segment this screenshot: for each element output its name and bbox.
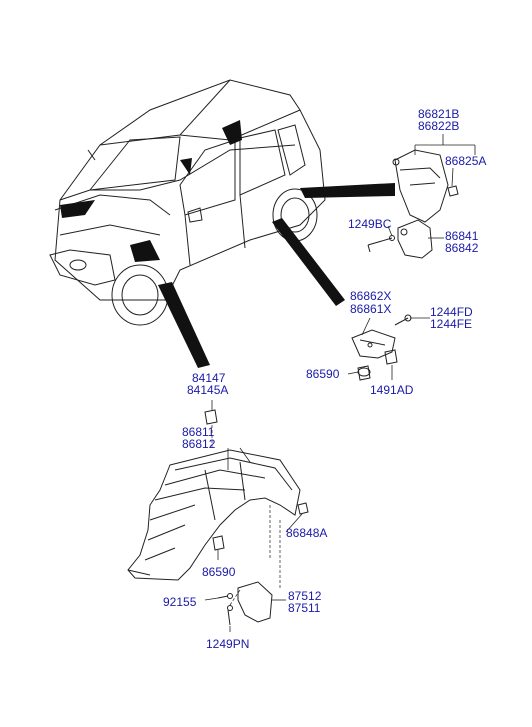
label-86812[interactable]: 86812 bbox=[182, 437, 216, 451]
label-86841[interactable]: 86841 bbox=[445, 229, 479, 243]
rear-mudguard-assembly bbox=[367, 149, 459, 259]
label-1249BC[interactable]: 1249BC bbox=[348, 217, 392, 231]
pointer-wedges bbox=[60, 120, 395, 368]
wheel-guard-assembly bbox=[127, 409, 309, 626]
label-86821B[interactable]: 86821B bbox=[418, 107, 460, 121]
label-86848A[interactable]: 86848A bbox=[286, 526, 328, 540]
label-1249PN[interactable]: 1249PN bbox=[206, 637, 250, 651]
bracket-assembly bbox=[351, 314, 412, 381]
label-1244FD[interactable]: 1244FD bbox=[430, 305, 473, 319]
car-illustration bbox=[49, 79, 326, 326]
label-86825A[interactable]: 86825A bbox=[445, 154, 487, 168]
label-92155[interactable]: 92155 bbox=[163, 595, 197, 609]
leaders-bottom bbox=[204, 400, 303, 632]
leaders-middle bbox=[347, 317, 430, 380]
label-86822B[interactable]: 86822B bbox=[418, 119, 460, 133]
label-86861X[interactable]: 86861X bbox=[350, 302, 392, 316]
label-1491AD[interactable]: 1491AD bbox=[370, 383, 414, 397]
label-84147[interactable]: 84147 bbox=[192, 371, 226, 385]
label-1244FE[interactable]: 1244FE bbox=[430, 317, 473, 331]
label-87512[interactable]: 87512 bbox=[288, 589, 322, 603]
label-86811[interactable]: 86811 bbox=[182, 425, 215, 439]
leaders-top-right bbox=[387, 134, 476, 239]
label-86862X[interactable]: 86862X bbox=[350, 289, 392, 303]
label-84145A[interactable]: 84145A bbox=[187, 383, 229, 397]
label-86842[interactable]: 86842 bbox=[445, 241, 479, 255]
label-86590-lower[interactable]: 86590 bbox=[202, 565, 236, 579]
label-87511[interactable]: 87511 bbox=[288, 601, 321, 615]
label-86590-upper[interactable]: 86590 bbox=[306, 367, 340, 381]
